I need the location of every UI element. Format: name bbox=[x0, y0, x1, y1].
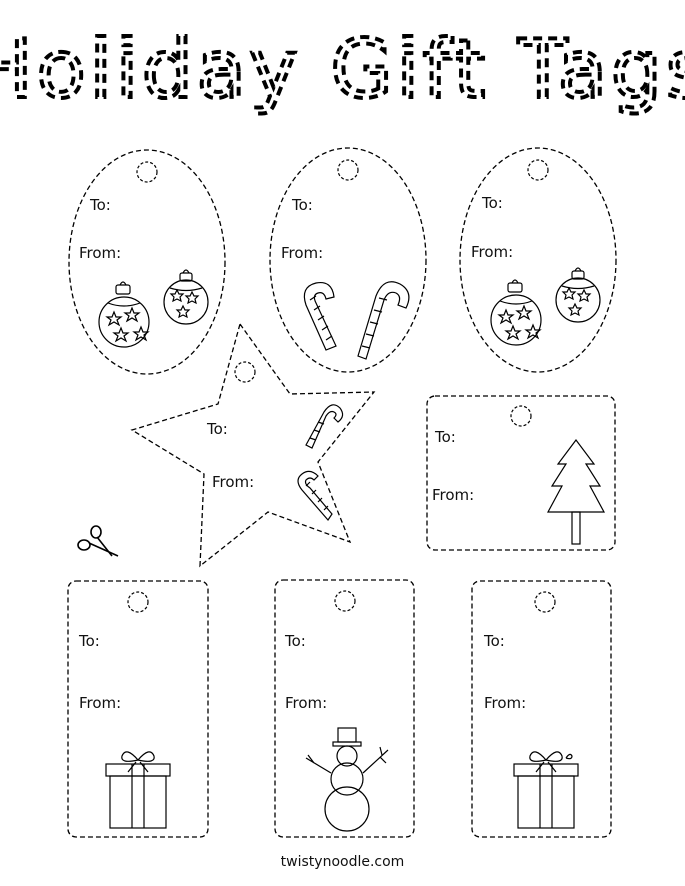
ornament-icon bbox=[98, 281, 150, 348]
candy-cane-icon bbox=[303, 281, 337, 351]
to-label: To: bbox=[90, 196, 111, 214]
from-label: From: bbox=[432, 486, 475, 504]
tag-outline bbox=[130, 322, 376, 568]
candy-cane-icon bbox=[357, 281, 410, 360]
to-label: To: bbox=[79, 632, 100, 650]
candy-cane-icon bbox=[297, 470, 333, 521]
from-label: From: bbox=[484, 694, 527, 712]
from-label: From: bbox=[471, 243, 514, 261]
ornament-icon bbox=[163, 269, 209, 325]
snowman-icon bbox=[305, 727, 389, 832]
from-label: From: bbox=[79, 244, 122, 262]
punch-hole-icon bbox=[534, 591, 556, 613]
candy-cane-icon bbox=[305, 404, 344, 449]
to-label: To: bbox=[482, 194, 503, 212]
from-label: From: bbox=[212, 473, 255, 491]
page-title: Holiday Gift Tags bbox=[0, 21, 685, 118]
to-label: To: bbox=[484, 632, 505, 650]
from-label: From: bbox=[79, 694, 122, 712]
punch-hole-icon bbox=[234, 361, 256, 383]
punch-hole-icon bbox=[136, 161, 158, 183]
punch-hole-icon bbox=[334, 590, 356, 612]
to-label: To: bbox=[435, 428, 456, 446]
to-label: To: bbox=[207, 420, 228, 438]
punch-hole-icon bbox=[337, 159, 359, 181]
gift-box-icon bbox=[513, 751, 579, 829]
tag-outline bbox=[426, 395, 616, 551]
christmas-tree-icon bbox=[546, 439, 606, 545]
page-title-text: Holiday Gift Tags bbox=[0, 23, 685, 116]
tag-outline bbox=[68, 149, 226, 375]
gift-box-icon bbox=[105, 751, 171, 829]
punch-hole-icon bbox=[527, 159, 549, 181]
ornament-icon bbox=[490, 279, 542, 346]
punch-hole-icon bbox=[510, 405, 532, 427]
from-label: From: bbox=[285, 694, 328, 712]
footer-credit: twistynoodle.com bbox=[280, 854, 405, 870]
to-label: To: bbox=[285, 632, 306, 650]
to-label: To: bbox=[292, 196, 313, 214]
from-label: From: bbox=[281, 244, 324, 262]
punch-hole-icon bbox=[127, 591, 149, 613]
ornament-icon bbox=[555, 267, 601, 323]
